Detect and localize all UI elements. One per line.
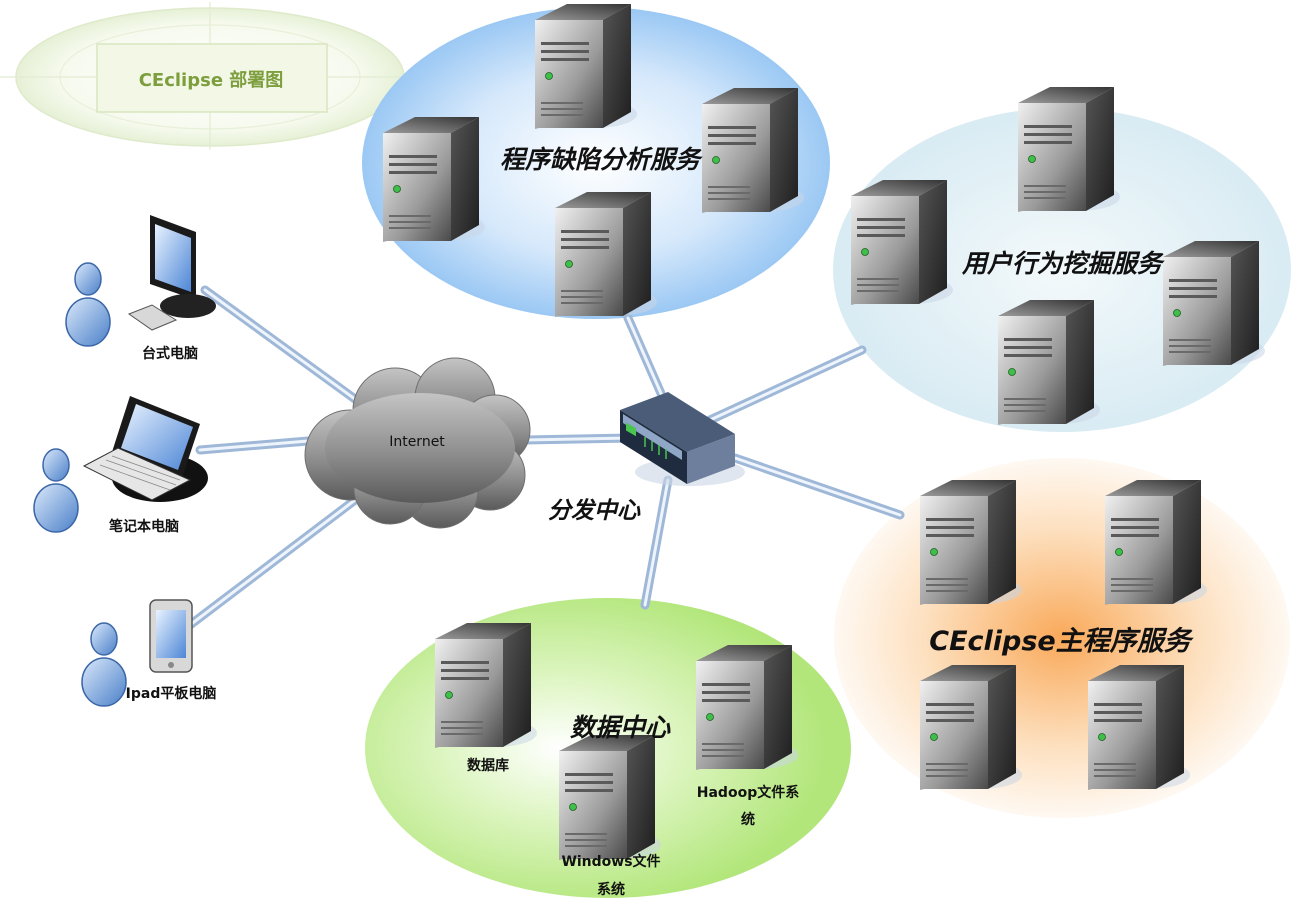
server-icon (919, 664, 1023, 791)
cluster-label-user-behavior: 用户行为挖掘服务 (961, 249, 1165, 278)
server-icon (382, 116, 486, 243)
client-label: 笔记本电脑 (109, 518, 179, 535)
windows-fs-label-line1: Windows文件 (561, 853, 660, 870)
server-icon (997, 299, 1101, 426)
server-icon (1104, 479, 1208, 606)
cluster-label-defect-analysis: 程序缺陷分析服务 (500, 145, 703, 174)
internet-cloud-icon: Internet (304, 357, 531, 529)
hadoop-server-icon (695, 644, 799, 771)
client-label: Ipad平板电脑 (126, 685, 217, 702)
hadoop-label-line1: Hadoop文件系 (697, 784, 799, 801)
cluster-label-main-program: CEclipse主程序服务 (929, 626, 1194, 657)
user-icon (81, 622, 127, 707)
laptop-icon (82, 396, 208, 502)
distribution-hub-switch-icon (620, 392, 745, 486)
client-label: 台式电脑 (142, 345, 198, 362)
server-icon (1087, 664, 1191, 791)
server-icon (534, 3, 638, 130)
title-badge: CEclipse 部署图 (0, 2, 420, 150)
client-desktop: 台式电脑 (65, 215, 216, 362)
cluster-defect-analysis (362, 7, 830, 319)
hub-label: 分发中心 (548, 498, 641, 524)
server-icon (919, 479, 1023, 606)
database-server-icon (434, 622, 538, 749)
client-laptop: 笔记本电脑 (33, 396, 208, 535)
tablet-icon (149, 599, 193, 673)
cluster-label-data-center: 数据中心 (570, 713, 671, 742)
server-icon (1017, 86, 1121, 213)
hadoop-label-line2: 统 (741, 811, 755, 828)
database-label: 数据库 (467, 757, 509, 774)
server-icon (1162, 240, 1266, 367)
windows-fs-label-line2: 系统 (597, 881, 625, 898)
server-icon (701, 87, 805, 214)
network-links (185, 285, 905, 630)
client-tablet: Ipad平板电脑 (81, 599, 217, 707)
user-icon (33, 448, 79, 533)
user-icon (65, 262, 111, 347)
server-icon (850, 179, 954, 306)
internet-label: Internet (389, 434, 445, 450)
windows-file-server-icon (558, 734, 662, 861)
page-title: CEclipse 部署图 (139, 69, 284, 91)
server-icon (554, 191, 658, 318)
desktop-monitor-icon (127, 215, 216, 331)
